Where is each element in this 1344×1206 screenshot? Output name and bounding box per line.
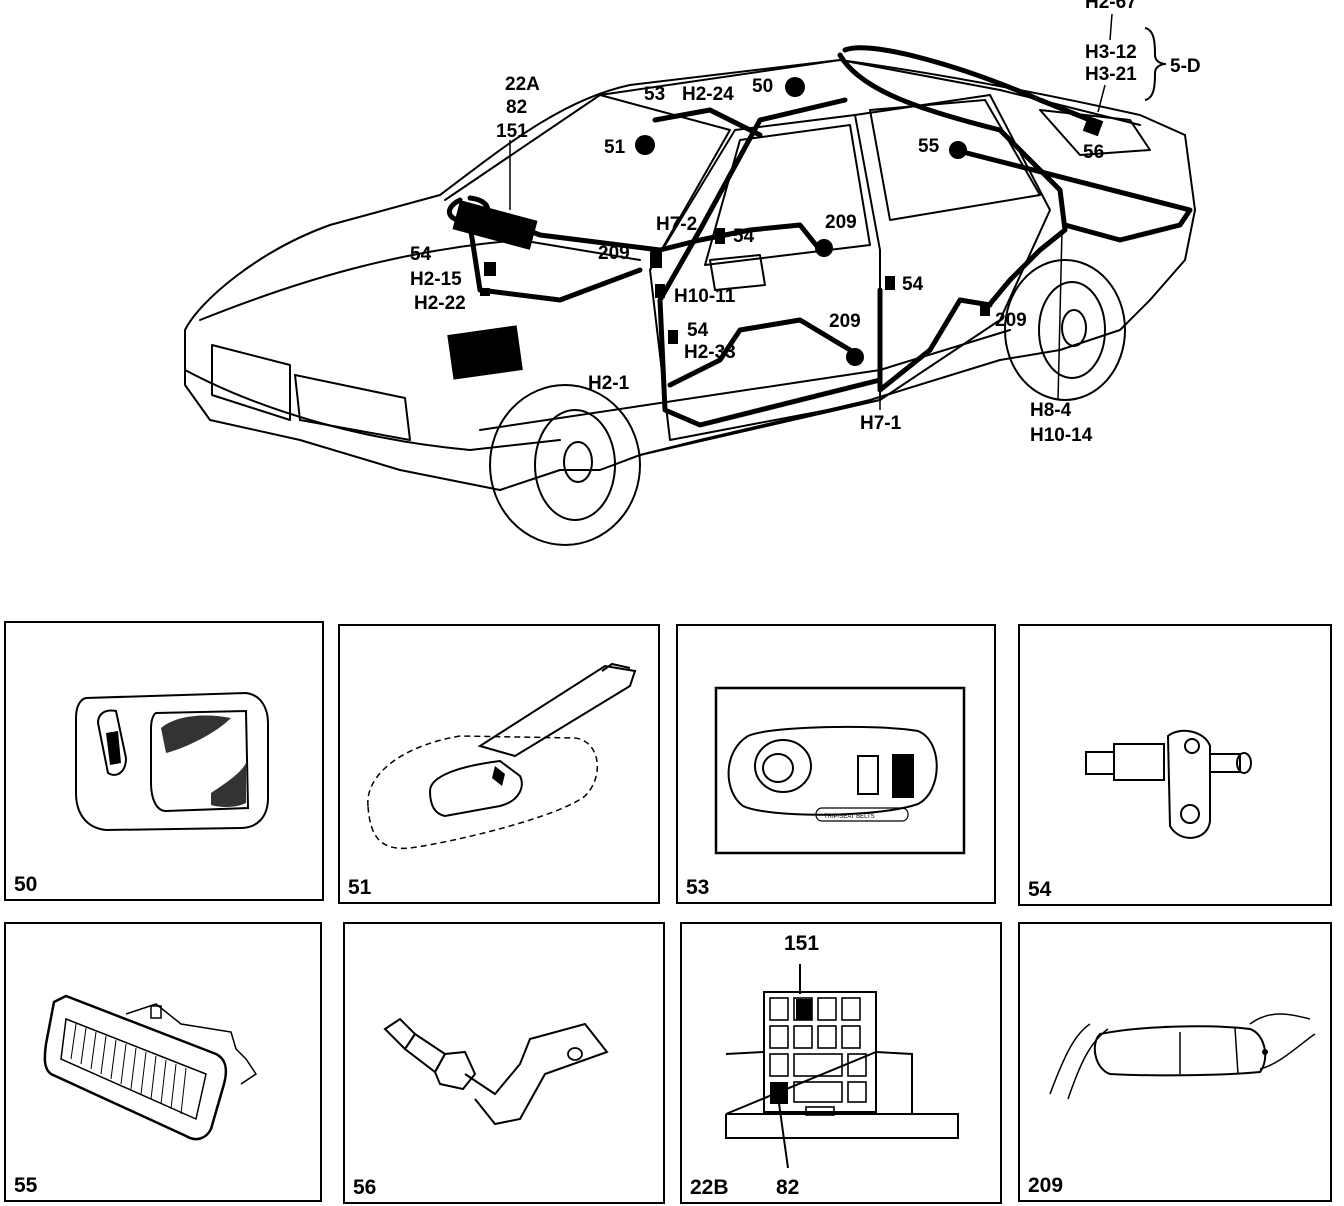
battery xyxy=(447,325,523,380)
panel-209: 209 xyxy=(1018,922,1332,1202)
label-h2-33: H2-33 xyxy=(684,342,736,363)
component-209-dot xyxy=(815,239,833,257)
label-54-pillar: 54 xyxy=(902,274,924,295)
component-51-dot xyxy=(635,135,655,155)
label-54-dash: 54 xyxy=(733,226,755,247)
component-55-dot xyxy=(949,141,967,159)
label-22a: 22A xyxy=(505,74,540,95)
label-5-d: 5-D xyxy=(1170,56,1201,77)
component-22a-box xyxy=(452,200,538,250)
panel-22b: 151 82 22B xyxy=(680,922,1002,1204)
harness-rear xyxy=(877,287,993,393)
panel-label-50: 50 xyxy=(14,873,38,896)
label-h10-14: H10-14 xyxy=(1030,425,1093,446)
label-h2-1: H2-1 xyxy=(588,373,630,394)
windshield xyxy=(444,94,731,271)
label-h7-1: H7-1 xyxy=(860,413,902,434)
harness-engine xyxy=(467,222,643,303)
panel-54: 54 xyxy=(1018,624,1332,906)
harness-roof xyxy=(842,45,1093,123)
label-82: 82 xyxy=(506,97,527,118)
rear-view-mirror-illustration xyxy=(367,662,637,850)
hood-line xyxy=(199,239,641,321)
front-wheel xyxy=(489,384,641,546)
panel-55: 55 xyxy=(4,922,322,1202)
label-50: 50 xyxy=(752,76,773,97)
panel-53: TRIP/SEAT BELTS 53 xyxy=(676,624,996,904)
courtesy-lamp-illustration xyxy=(43,994,258,1141)
label-209-rear: 209 xyxy=(829,311,861,332)
door-switch-illustration xyxy=(1085,729,1252,839)
label-55: 55 xyxy=(918,136,940,157)
door-lamp-illustration xyxy=(1049,1013,1316,1100)
panel-label-55: 55 xyxy=(14,1174,38,1197)
label-54-left: 54 xyxy=(410,244,432,265)
front-wheel-hub xyxy=(534,409,616,521)
headlight xyxy=(294,374,411,441)
label-53: 53 xyxy=(644,84,665,105)
rear-window xyxy=(869,99,1041,221)
front-door xyxy=(649,114,881,441)
label-h3-12: H3-12 xyxy=(1085,42,1137,63)
bumper xyxy=(184,369,561,451)
panel-label-54: 54 xyxy=(1028,878,1052,901)
panel-label-22b: 22B xyxy=(690,1176,729,1199)
label-209-door: 209 xyxy=(825,212,857,233)
console-switch-text: TRIP/SEAT BELTS xyxy=(824,814,875,820)
front-window xyxy=(704,124,871,266)
panel-label-209: 209 xyxy=(1028,1174,1064,1197)
panel-50: 50 xyxy=(4,621,324,901)
panel-label-56: 56 xyxy=(353,1176,377,1199)
rear-door xyxy=(854,94,1051,401)
relay-label-82: 82 xyxy=(776,1176,800,1199)
label-h2-24: H2-24 xyxy=(682,84,734,105)
label-209-front: 209 xyxy=(598,243,630,264)
grille xyxy=(211,344,291,421)
harness-mirror xyxy=(652,107,763,138)
label-51: 51 xyxy=(604,137,626,158)
harness-trunk xyxy=(952,147,1193,243)
label-54-b: 54 xyxy=(687,320,709,341)
relay-box-illustration xyxy=(725,964,959,1169)
panel-56: 56 xyxy=(343,922,665,1204)
harness-a-pillar xyxy=(657,97,883,428)
panel-label-53: 53 xyxy=(686,876,710,899)
rear-wheel-hub xyxy=(1038,281,1106,379)
trunk-switch-illustration xyxy=(383,1017,609,1126)
harness-roof-rail xyxy=(837,52,1068,313)
label-h2-22: H2-22 xyxy=(414,293,466,314)
label-h10-11: H10-11 xyxy=(674,286,736,307)
component-50-dot xyxy=(785,77,805,97)
label-h2-15: H2-15 xyxy=(410,269,462,290)
dome-light-illustration xyxy=(75,691,269,832)
label-h8-4: H8-4 xyxy=(1030,400,1072,421)
label-56: 56 xyxy=(1083,142,1104,163)
label-209-quarter: 209 xyxy=(995,310,1027,331)
panel-51: 51 xyxy=(338,624,660,904)
label-h7-2: H7-2 xyxy=(656,214,697,235)
harness-dash xyxy=(472,207,823,253)
car-wiring-diagram: H2-67 H3-12 H3-21 5-D 22A 82 151 53 H2-2… xyxy=(184,0,1201,546)
label-h2-67: H2-67 xyxy=(1085,0,1137,13)
panel-label-51: 51 xyxy=(348,876,372,899)
roof-line xyxy=(599,59,1141,126)
relay-label-151: 151 xyxy=(784,932,820,955)
brace xyxy=(1144,27,1167,101)
label-151: 151 xyxy=(496,121,528,142)
overhead-console-illustration: TRIP/SEAT BELTS xyxy=(714,686,966,855)
harness-front-door xyxy=(667,317,853,388)
component-209b-dot xyxy=(846,348,864,366)
side-mirror xyxy=(709,254,766,291)
rear-wheel xyxy=(1004,259,1126,401)
label-h3-21: H3-21 xyxy=(1085,64,1137,85)
